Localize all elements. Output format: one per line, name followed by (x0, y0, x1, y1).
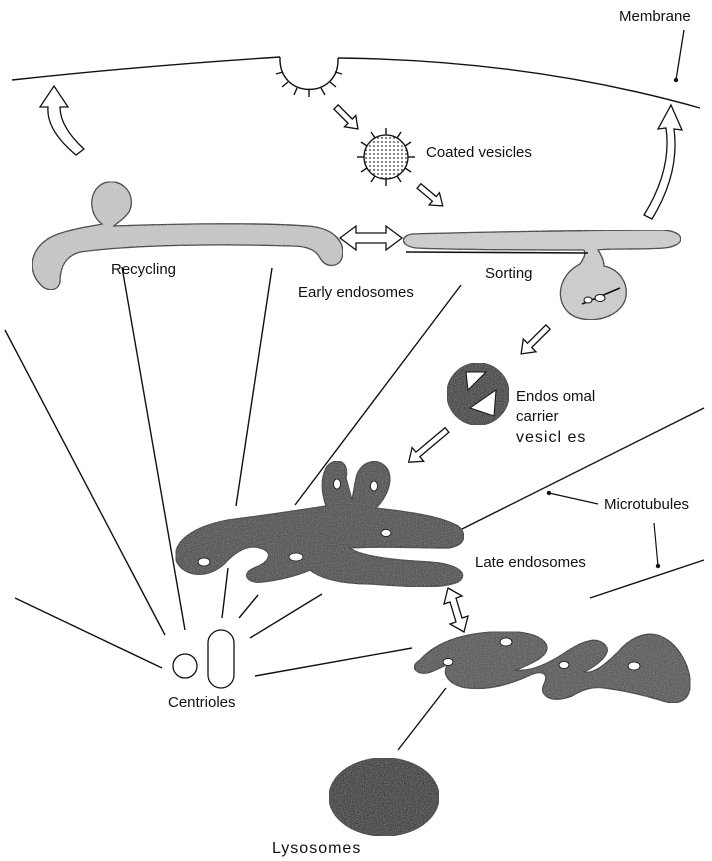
arrow-pit-to-vesicle (330, 101, 363, 134)
lysosome (329, 758, 439, 836)
label-microtubules: Microtubules (604, 496, 689, 513)
membrane-line-left (12, 57, 280, 80)
arrow-recycling-to-membrane-right (644, 105, 682, 219)
arrow-carrier-to-late (403, 423, 453, 469)
label-recycling: Recycling (111, 261, 176, 278)
coated-pit (280, 57, 338, 89)
membrane-pointer (676, 30, 684, 80)
label-early-endosomes: Early endosomes (298, 284, 414, 301)
centriole-round (173, 654, 197, 678)
membrane-line-right (338, 58, 700, 108)
arrow-late-exchange (444, 588, 468, 632)
plasma-membrane (12, 30, 700, 108)
label-endosomal-line1: Endos omal (516, 388, 595, 405)
arrow-recycling-to-membrane-left (40, 86, 84, 155)
microtubules-pointer-upper (549, 493, 598, 504)
label-lysosomes: Lysosomes (272, 840, 361, 857)
arrow-sorting-to-carrier (515, 321, 555, 361)
arrow-early-exchange (340, 226, 402, 250)
label-endosomal-line2: carrier (516, 408, 559, 425)
endosomal-carrier-vesicle (447, 363, 509, 425)
centriole-elongated (208, 630, 234, 688)
microtubules-pointer-lower (654, 523, 658, 566)
microtubules-pointer-lower-dot (656, 564, 660, 568)
membrane-pointer-dot (674, 78, 678, 82)
late-endosome-upper (176, 461, 464, 587)
label-sorting: Sorting (485, 265, 533, 282)
coated-pit-bristles (276, 72, 342, 97)
label-endosomal-line3: vesicl es (516, 429, 586, 446)
arrow-vesicle-to-sorting (414, 180, 448, 212)
label-coated-vesicles: Coated vesicles (426, 144, 532, 161)
coated-vesicle (357, 128, 415, 186)
label-membrane: Membrane (619, 8, 691, 25)
label-late-endosomes: Late endosomes (475, 554, 586, 571)
centrioles (173, 630, 234, 688)
microtubules-pointer-upper-dot (547, 491, 551, 495)
label-centrioles: Centrioles (168, 694, 236, 711)
recycling-endosome (32, 182, 343, 290)
late-endosome-lower (414, 632, 690, 703)
